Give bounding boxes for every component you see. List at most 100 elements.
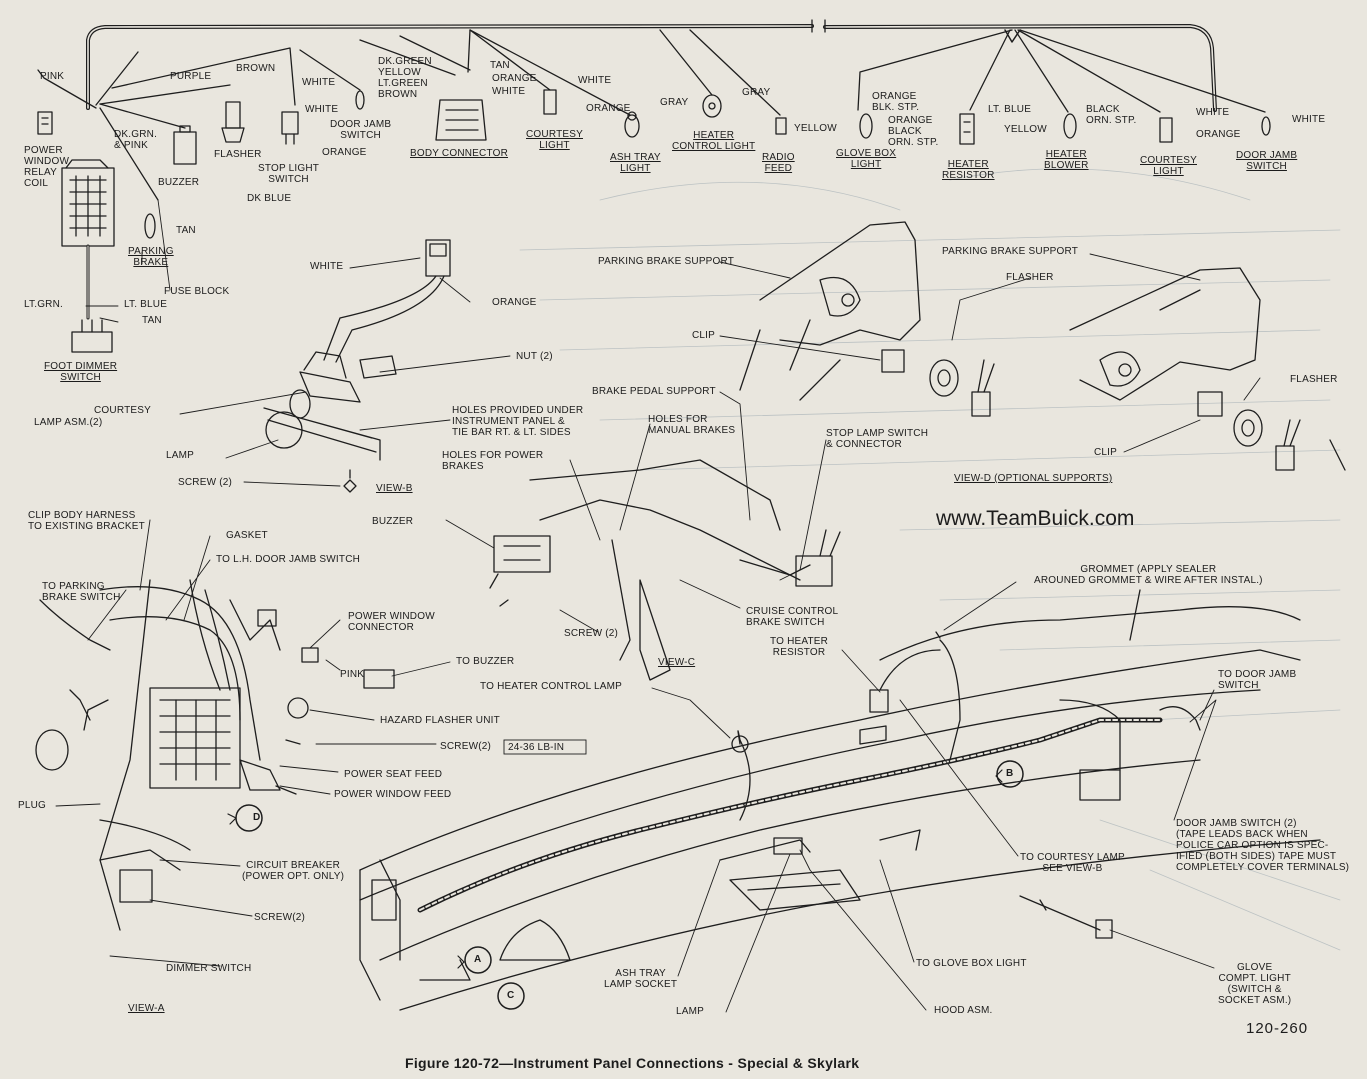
view-b-screw: SCREW (2) — [178, 477, 233, 488]
view-a-gasket: GASKET — [226, 530, 268, 541]
label-lt-blue-dimmer: LT. BLUE — [124, 299, 168, 310]
view-a-ash-tray-lamp-socket: ASH TRAY LAMP SOCKET — [604, 968, 678, 990]
label-power-window-relay-coil: POWER WINDOW RELAY COIL — [24, 145, 70, 189]
label-white-body-connector: WHITE — [492, 86, 526, 97]
label-heater-resistor: HEATER RESISTOR — [942, 159, 995, 181]
view-d-flasher-right: FLASHER — [1290, 374, 1338, 385]
label-dk-grn-pink: DK.GRN. & PINK — [114, 129, 158, 151]
top-harness-trunk — [86, 24, 814, 110]
label-orange-body-connector: ORANGE — [492, 73, 537, 84]
view-a-screw2: SCREW(2) — [254, 912, 306, 923]
view-a-torque-value: 24-36 LB-IN — [508, 742, 565, 753]
callout-d: D — [253, 812, 261, 823]
leader-lines — [55, 199, 1261, 1013]
view-a-to-door-jamb-switch: TO DOOR JAMB SWITCH — [1218, 669, 1297, 691]
label-courtesy-light-left: COURTESY LIGHT — [526, 129, 583, 151]
view-a-clip-body-harness: CLIP BODY HARNESS TO EXISTING BRACKET — [28, 510, 145, 532]
callout-c: C — [507, 990, 515, 1001]
callout-a: A — [474, 954, 482, 965]
view-a-hood-asm: HOOD ASM. — [934, 1005, 993, 1016]
view-a-circuit-breaker: CIRCUIT BREAKER (POWER OPT. ONLY) — [242, 860, 345, 882]
view-a-plug: PLUG — [18, 800, 47, 811]
view-c-screw: SCREW (2) — [564, 628, 619, 639]
callout-b: B — [1006, 768, 1014, 779]
background-ghost-print — [519, 168, 1341, 951]
label-tan-body-connector: TAN — [490, 60, 510, 71]
view-a-to-glove-box-light: TO GLOVE BOX LIGHT — [916, 958, 1027, 969]
figure-caption: Figure 120-72—Instrument Panel Connectio… — [405, 1055, 860, 1071]
view-a-power-seat-feed: POWER SEAT FEED — [344, 769, 443, 780]
dash-and-right-harness — [359, 589, 1321, 1011]
view-b-white: WHITE — [310, 261, 344, 272]
label-white-courtesy: WHITE — [578, 75, 612, 86]
view-b-lamp-asm: LAMP ASM.(2) — [34, 417, 103, 428]
view-b-nut: NUT (2) — [516, 351, 553, 362]
view-a-to-heater-control-lamp: TO HEATER CONTROL LAMP — [480, 681, 623, 692]
label-glove-box-light: GLOVE BOX LIGHT — [836, 148, 897, 170]
callout-arrows — [227, 769, 1003, 969]
label-gray-heater: GRAY — [742, 87, 771, 98]
label-stop-light-switch: STOP LIGHT SWITCH — [258, 163, 320, 185]
view-c-stop-lamp-switch: STOP LAMP SWITCH & CONNECTOR — [826, 428, 929, 450]
view-d-parking-brake-support: PARKING BRAKE SUPPORT — [942, 246, 1079, 257]
figure-number: 120-260 — [1246, 1020, 1309, 1037]
label-gray-ash-tray: GRAY — [660, 97, 689, 108]
view-c-clip: CLIP — [692, 330, 716, 341]
view-a-to-buzzer: TO BUZZER — [456, 656, 515, 667]
label-ash-tray-light: ASH TRAY LIGHT — [610, 152, 661, 174]
view-c-title: VIEW-C — [658, 657, 696, 668]
view-c-parking-brake-support: PARKING BRAKE SUPPORT — [598, 256, 735, 267]
view-b-lamp: LAMP — [166, 450, 195, 461]
label-orange-blk-stp: ORANGE BLK. STP. — [872, 91, 920, 113]
view-a-screw-torque: SCREW(2) — [440, 741, 492, 752]
label-white-door-jamb: WHITE — [302, 77, 336, 88]
label-white-stop: WHITE — [305, 104, 339, 115]
label-door-jamb-switch-right: DOOR JAMB SWITCH — [1236, 150, 1298, 172]
view-a-to-lh-door-jamb: TO L.H. DOOR JAMB SWITCH — [216, 554, 361, 565]
view-a-to-heater-resistor: TO HEATER RESISTOR — [770, 636, 829, 658]
label-orange-door-jamb: ORANGE — [322, 147, 367, 158]
view-a-hazard-flasher: HAZARD FLASHER UNIT — [380, 715, 500, 726]
watermark-text: www.TeamBuick.com — [936, 507, 1135, 530]
label-parking-brake: PARKING BRAKE — [128, 246, 174, 268]
label-heater-blower: HEATER BLOWER — [1044, 149, 1089, 171]
label-courtesy-light-right: COURTESY LIGHT — [1140, 155, 1197, 177]
label-yellow-heater: YELLOW — [1004, 124, 1047, 135]
view-a-to-courtesy-lamp: TO COURTESY LAMP SEE VIEW-B — [1020, 852, 1125, 874]
view-a-door-jamb-switch-note: DOOR JAMB SWITCH (2) (TAPE LEADS BACK WH… — [1176, 818, 1350, 873]
view-b-orange: ORANGE — [492, 297, 537, 308]
label-lt-grn: LT.GRN. — [24, 299, 63, 310]
view-b-courtesy: COURTESY — [94, 405, 151, 416]
label-lt-blue-heater: LT. BLUE — [988, 104, 1032, 115]
label-body-connector: BODY CONNECTOR — [410, 148, 509, 159]
view-d-clip: CLIP — [1094, 447, 1118, 458]
label-orange-courtesy: ORANGE — [586, 103, 631, 114]
view-a-glove-compt-light: GLOVE COMPT. LIGHT (SWITCH & SOCKET ASM.… — [1218, 962, 1292, 1006]
view-c-buzzer: BUZZER — [372, 516, 414, 527]
view-d-bracket — [1069, 267, 1346, 471]
label-tan-parking-brake: TAN — [176, 225, 196, 236]
label-orange-courtesy-right: ORANGE — [1196, 129, 1241, 140]
label-flasher: FLASHER — [214, 149, 262, 160]
label-orange-black-orn-stp: ORANGE BLACK ORN. STP. — [888, 115, 939, 148]
label-black-orn-stp: BLACK ORN. STP. — [1086, 104, 1137, 126]
view-b-title: VIEW-B — [376, 483, 413, 494]
label-foot-dimmer-switch: FOOT DIMMER SWITCH — [44, 361, 118, 383]
view-a-power-window-feed: POWER WINDOW FEED — [334, 789, 452, 800]
label-door-jamb-switch-left: DOOR JAMB SWITCH — [330, 119, 392, 141]
view-c-brake-pedal-support: BRAKE PEDAL SUPPORT — [592, 386, 716, 397]
label-buzzer: BUZZER — [158, 177, 200, 188]
view-a-title: VIEW-A — [128, 1003, 165, 1014]
label-tan-dimmer: TAN — [142, 315, 162, 326]
view-d-flasher-top: FLASHER — [1006, 272, 1054, 283]
label-connector-wires: DK.GREEN YELLOW LT.GREEN BROWN — [378, 56, 432, 100]
label-heater-control-light: HEATER CONTROL LIGHT — [672, 130, 756, 152]
view-a-grommet: GROMMET (APPLY SEALER AROUNED GROMMET & … — [1034, 564, 1263, 586]
label-white-courtesy-right: WHITE — [1196, 107, 1230, 118]
label-fuse-block: FUSE BLOCK — [164, 286, 230, 297]
view-c-cruise-control: CRUISE CONTROL BRAKE SWITCH — [746, 606, 839, 628]
view-d-title: VIEW-D (OPTIONAL SUPPORTS) — [954, 473, 1113, 484]
view-a-power-window-connector: POWER WINDOW CONNECTOR — [348, 611, 435, 633]
